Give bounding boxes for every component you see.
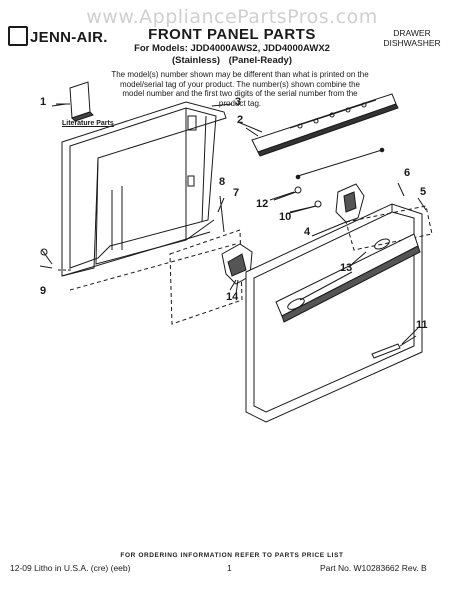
callout-9: 9 — [40, 285, 47, 297]
label-tag-part — [371, 335, 417, 359]
control-panel-part — [237, 93, 399, 157]
screw-part — [294, 186, 302, 194]
page-title: FRONT PANEL PARTS — [148, 26, 316, 43]
literature-booklet — [56, 81, 94, 122]
literature-parts-label: Literature Parts — [62, 120, 114, 127]
brand-mark-icon — [8, 26, 28, 46]
door-frame-part — [61, 101, 237, 291]
callout-3: 3 — [235, 96, 242, 108]
callout-13: 13 — [340, 262, 353, 274]
watermark: www.AppliancePartsPros.com — [86, 6, 378, 28]
callout-12: 12 — [256, 198, 269, 210]
callout-4: 4 — [304, 226, 311, 238]
callout-7: 7 — [233, 187, 240, 199]
litho-line: 12-09 Litho in U.S.A. (cre) (eeb) — [10, 563, 131, 573]
model-note: The model(s) number shown may be differe… — [111, 70, 369, 108]
callout-14: 14 — [226, 291, 239, 303]
bracket-left-part — [221, 243, 253, 295]
inner-panel-part — [169, 195, 243, 325]
door-panel-part — [245, 203, 433, 423]
screw-part — [314, 200, 322, 208]
ordering-info: FOR ORDERING INFORMATION REFER TO PARTS … — [120, 552, 344, 559]
model-variants: (Stainless) (Panel-Ready) — [171, 55, 293, 66]
category-line-1: DRAWER — [393, 28, 431, 38]
screw-9-part — [40, 248, 53, 265]
callout-5: 5 — [420, 186, 427, 198]
callout-1: 1 — [40, 96, 47, 108]
callout-8: 8 — [219, 176, 226, 188]
callout-6: 6 — [404, 167, 411, 179]
brand-name: JENN-AIR. — [30, 28, 108, 46]
callout-10: 10 — [279, 211, 292, 223]
category-line-2: DISHWASHER — [383, 38, 441, 48]
callout-2: 2 — [237, 114, 244, 126]
document-part-number: Part No. W10283662 Rev. B — [320, 563, 427, 573]
page-number: 1 — [227, 563, 232, 573]
product-category: DRAWER DISHWASHER — [372, 28, 452, 48]
brand-logo: JENN-AIR. — [8, 26, 108, 48]
callout-11: 11 — [416, 319, 428, 331]
bracket-right-part — [335, 183, 365, 223]
rod-part — [295, 147, 385, 180]
model-list: For Models: JDD4000AWS2, JDD4000AWX2 — [134, 43, 330, 54]
